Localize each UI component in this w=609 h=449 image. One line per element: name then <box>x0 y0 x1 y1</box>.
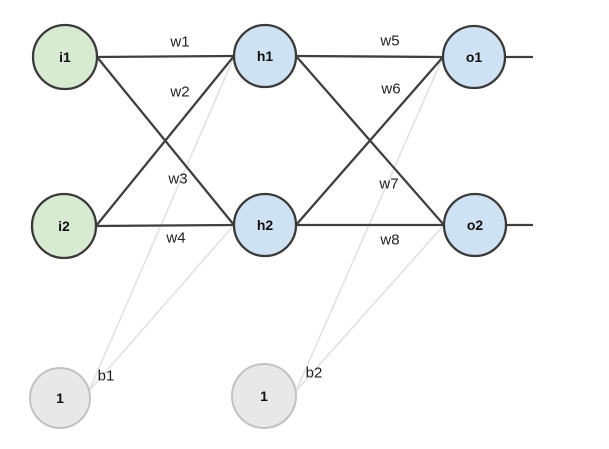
node-i2-circle <box>30 192 98 260</box>
edge-i2-h2 <box>95 223 235 228</box>
label-b1: b1 <box>98 368 115 385</box>
node-i2-label: i2 <box>58 218 70 234</box>
edge-h2-o1 <box>295 56 444 226</box>
node-o2-label: o2 <box>467 217 484 233</box>
edge-b1-h2 <box>88 224 235 392</box>
edge-b1-h1 <box>88 56 235 392</box>
node-h2-circle <box>232 192 298 258</box>
node-i1-circle <box>31 23 99 91</box>
label-w3: w3 <box>167 171 187 188</box>
label-b2: b2 <box>306 365 323 382</box>
edge-b2-o2 <box>295 224 445 392</box>
node-h1-label: h1 <box>257 48 274 64</box>
edge-i2-h1 <box>95 55 235 227</box>
label-w2: w2 <box>169 84 189 101</box>
node-bias2-label: 1 <box>260 388 268 404</box>
node-bias1-label: 1 <box>56 390 64 406</box>
label-w8: w8 <box>379 232 399 249</box>
node-h1-circle <box>232 23 298 89</box>
label-w1: w1 <box>169 34 189 51</box>
node-bias1-circle <box>29 367 91 429</box>
node-o1-label: o1 <box>466 49 483 65</box>
label-w6: w6 <box>380 81 400 98</box>
node-o1-circle <box>441 24 507 90</box>
edge-i1-h1 <box>96 54 235 59</box>
node-i1-label: i1 <box>59 49 71 65</box>
label-w7: w7 <box>378 176 398 193</box>
node-bias2-circle <box>231 363 297 429</box>
edge-h1-o1 <box>295 54 444 59</box>
label-w5: w5 <box>379 33 399 50</box>
label-w4: w4 <box>165 230 185 247</box>
node-h2-label: h2 <box>257 217 274 233</box>
node-o2-circle <box>442 192 508 258</box>
